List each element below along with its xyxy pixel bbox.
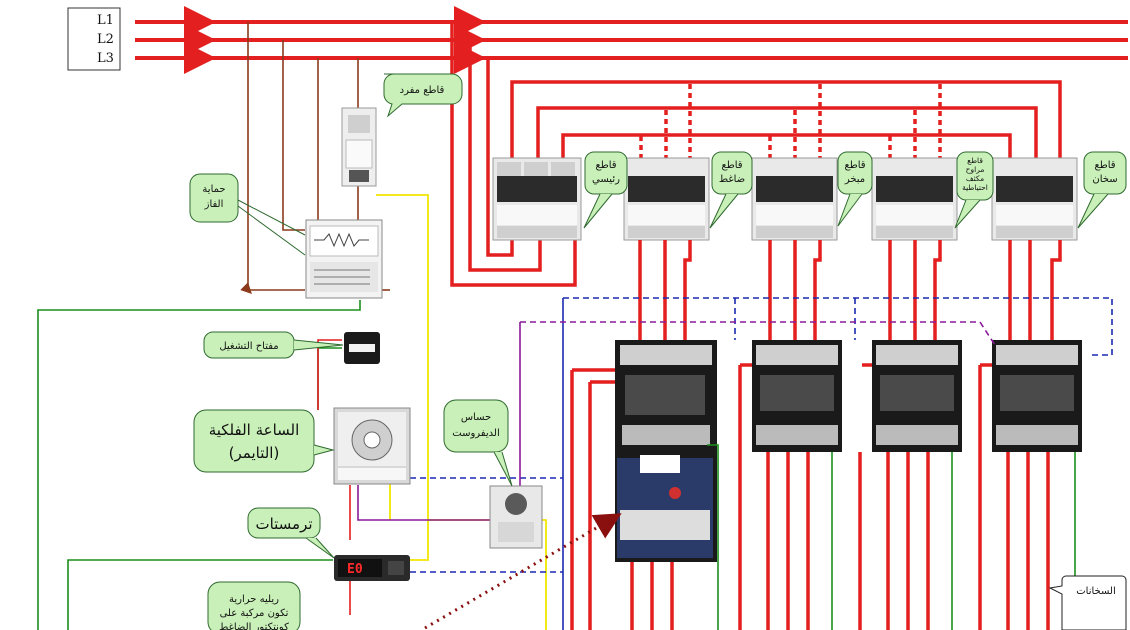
callout-thermal-relay: ريليه حرارية تكون مركبة على كونتكتور الض… xyxy=(207,581,301,630)
callout-condenser-fans-breaker: قاطع مراوح مكثف احتياطية xyxy=(954,151,994,229)
breaker-group-evaporator xyxy=(751,157,838,241)
callout-timer: الساعة الفلكية (التايمر) xyxy=(193,409,335,473)
svg-text:قاطع: قاطع xyxy=(844,160,865,171)
svg-text:حماية: حماية xyxy=(202,184,225,195)
svg-text:مبخر: مبخر xyxy=(844,174,865,185)
svg-text:مراوح: مراوح xyxy=(966,165,985,174)
breaker-group-compressor xyxy=(623,157,710,241)
svg-text:تكون مركبة على: تكون مركبة على xyxy=(220,608,289,619)
contactor-evaporator xyxy=(752,340,842,452)
breaker-group-heater xyxy=(991,157,1078,241)
thermostat-display: E0 xyxy=(347,562,363,577)
svg-text:مكثف: مكثف xyxy=(966,174,984,183)
svg-text:كونتكتور الضاغط: كونتكتور الضاغط xyxy=(219,622,289,630)
svg-text:ترمستات: ترمستات xyxy=(255,515,312,533)
thermostat-device: E0 xyxy=(334,555,410,581)
svg-text:الساعة الفلكية: الساعة الفلكية xyxy=(209,421,300,439)
distribution-wires xyxy=(510,80,1062,162)
callout-operation-switch: مفتاح التشغيل xyxy=(203,331,344,359)
svg-text:قاطع: قاطع xyxy=(967,156,983,165)
breaker-group-condenser xyxy=(871,157,958,241)
svg-text:ريليه حرارية: ريليه حرارية xyxy=(229,594,279,605)
callout-main-breaker: قاطع رئيسي xyxy=(583,151,628,229)
svg-text:السخانات: السخانات xyxy=(1076,586,1116,597)
svg-text:قاطع: قاطع xyxy=(721,160,742,171)
phase-label-l1: L1 xyxy=(97,13,114,28)
svg-text:قاطع: قاطع xyxy=(595,160,616,171)
phase-label-l3: L3 xyxy=(97,51,114,66)
breaker-output-wires xyxy=(638,240,1062,340)
defrost-sensor xyxy=(489,485,543,549)
svg-text:سخان: سخان xyxy=(1092,174,1117,185)
main-feed-wires xyxy=(450,22,577,287)
svg-text:الديفروست: الديفروست xyxy=(452,428,499,439)
distribution-dotted xyxy=(639,84,942,158)
breaker-group-main xyxy=(492,157,582,241)
svg-text:احتياطية: احتياطية xyxy=(962,183,988,192)
svg-text:(التايمر): (التايمر) xyxy=(229,444,280,462)
phase-label-l2: L2 xyxy=(97,32,114,47)
timer-output-wires xyxy=(317,339,351,615)
control-wires-green xyxy=(37,300,1076,630)
callout-compressor-breaker: قاطع ضاغط xyxy=(709,151,753,229)
contactor-condenser xyxy=(872,340,962,452)
svg-text:ضاغط: ضاغط xyxy=(719,174,745,185)
operation-switch[interactable] xyxy=(344,332,380,364)
svg-text:مفتاح التشغيل: مفتاح التشغيل xyxy=(219,341,278,352)
svg-text:رئيسي: رئيسي xyxy=(592,174,620,185)
svg-text:حساس: حساس xyxy=(461,412,491,423)
control-wires-blue xyxy=(410,297,1113,573)
load-wires xyxy=(570,363,1050,630)
callout-heaters: السخانات xyxy=(1048,575,1127,630)
callout-phase-protection: حماية الفاز xyxy=(189,173,306,256)
phase-label-box: L1 L2 L3 xyxy=(67,7,121,71)
phase-bus xyxy=(135,6,1128,74)
callout-defrost-sensor: حساس الديفروست xyxy=(443,399,513,487)
callout-thermostat: ترمستات xyxy=(247,507,335,559)
contactor-compressor xyxy=(615,340,717,562)
neutral-wires xyxy=(240,22,390,294)
svg-text:الفاز: الفاز xyxy=(204,199,224,210)
thermal-relay-pointer xyxy=(424,513,622,630)
svg-text:قاطع: قاطع xyxy=(1094,160,1115,171)
control-wires-purple xyxy=(520,321,996,346)
contactor-heater xyxy=(992,340,1082,452)
callout-heater-breaker: قاطع سخان xyxy=(1077,151,1127,229)
single-breaker xyxy=(341,107,377,187)
astronomical-timer xyxy=(333,407,411,485)
svg-text:قاطع مفرد: قاطع مفرد xyxy=(400,85,445,96)
callout-single-breaker: قاطع مفرد xyxy=(383,73,463,118)
callout-evaporator-breaker: قاطع مبخر xyxy=(837,151,873,227)
phase-monitor-relay xyxy=(305,219,383,299)
